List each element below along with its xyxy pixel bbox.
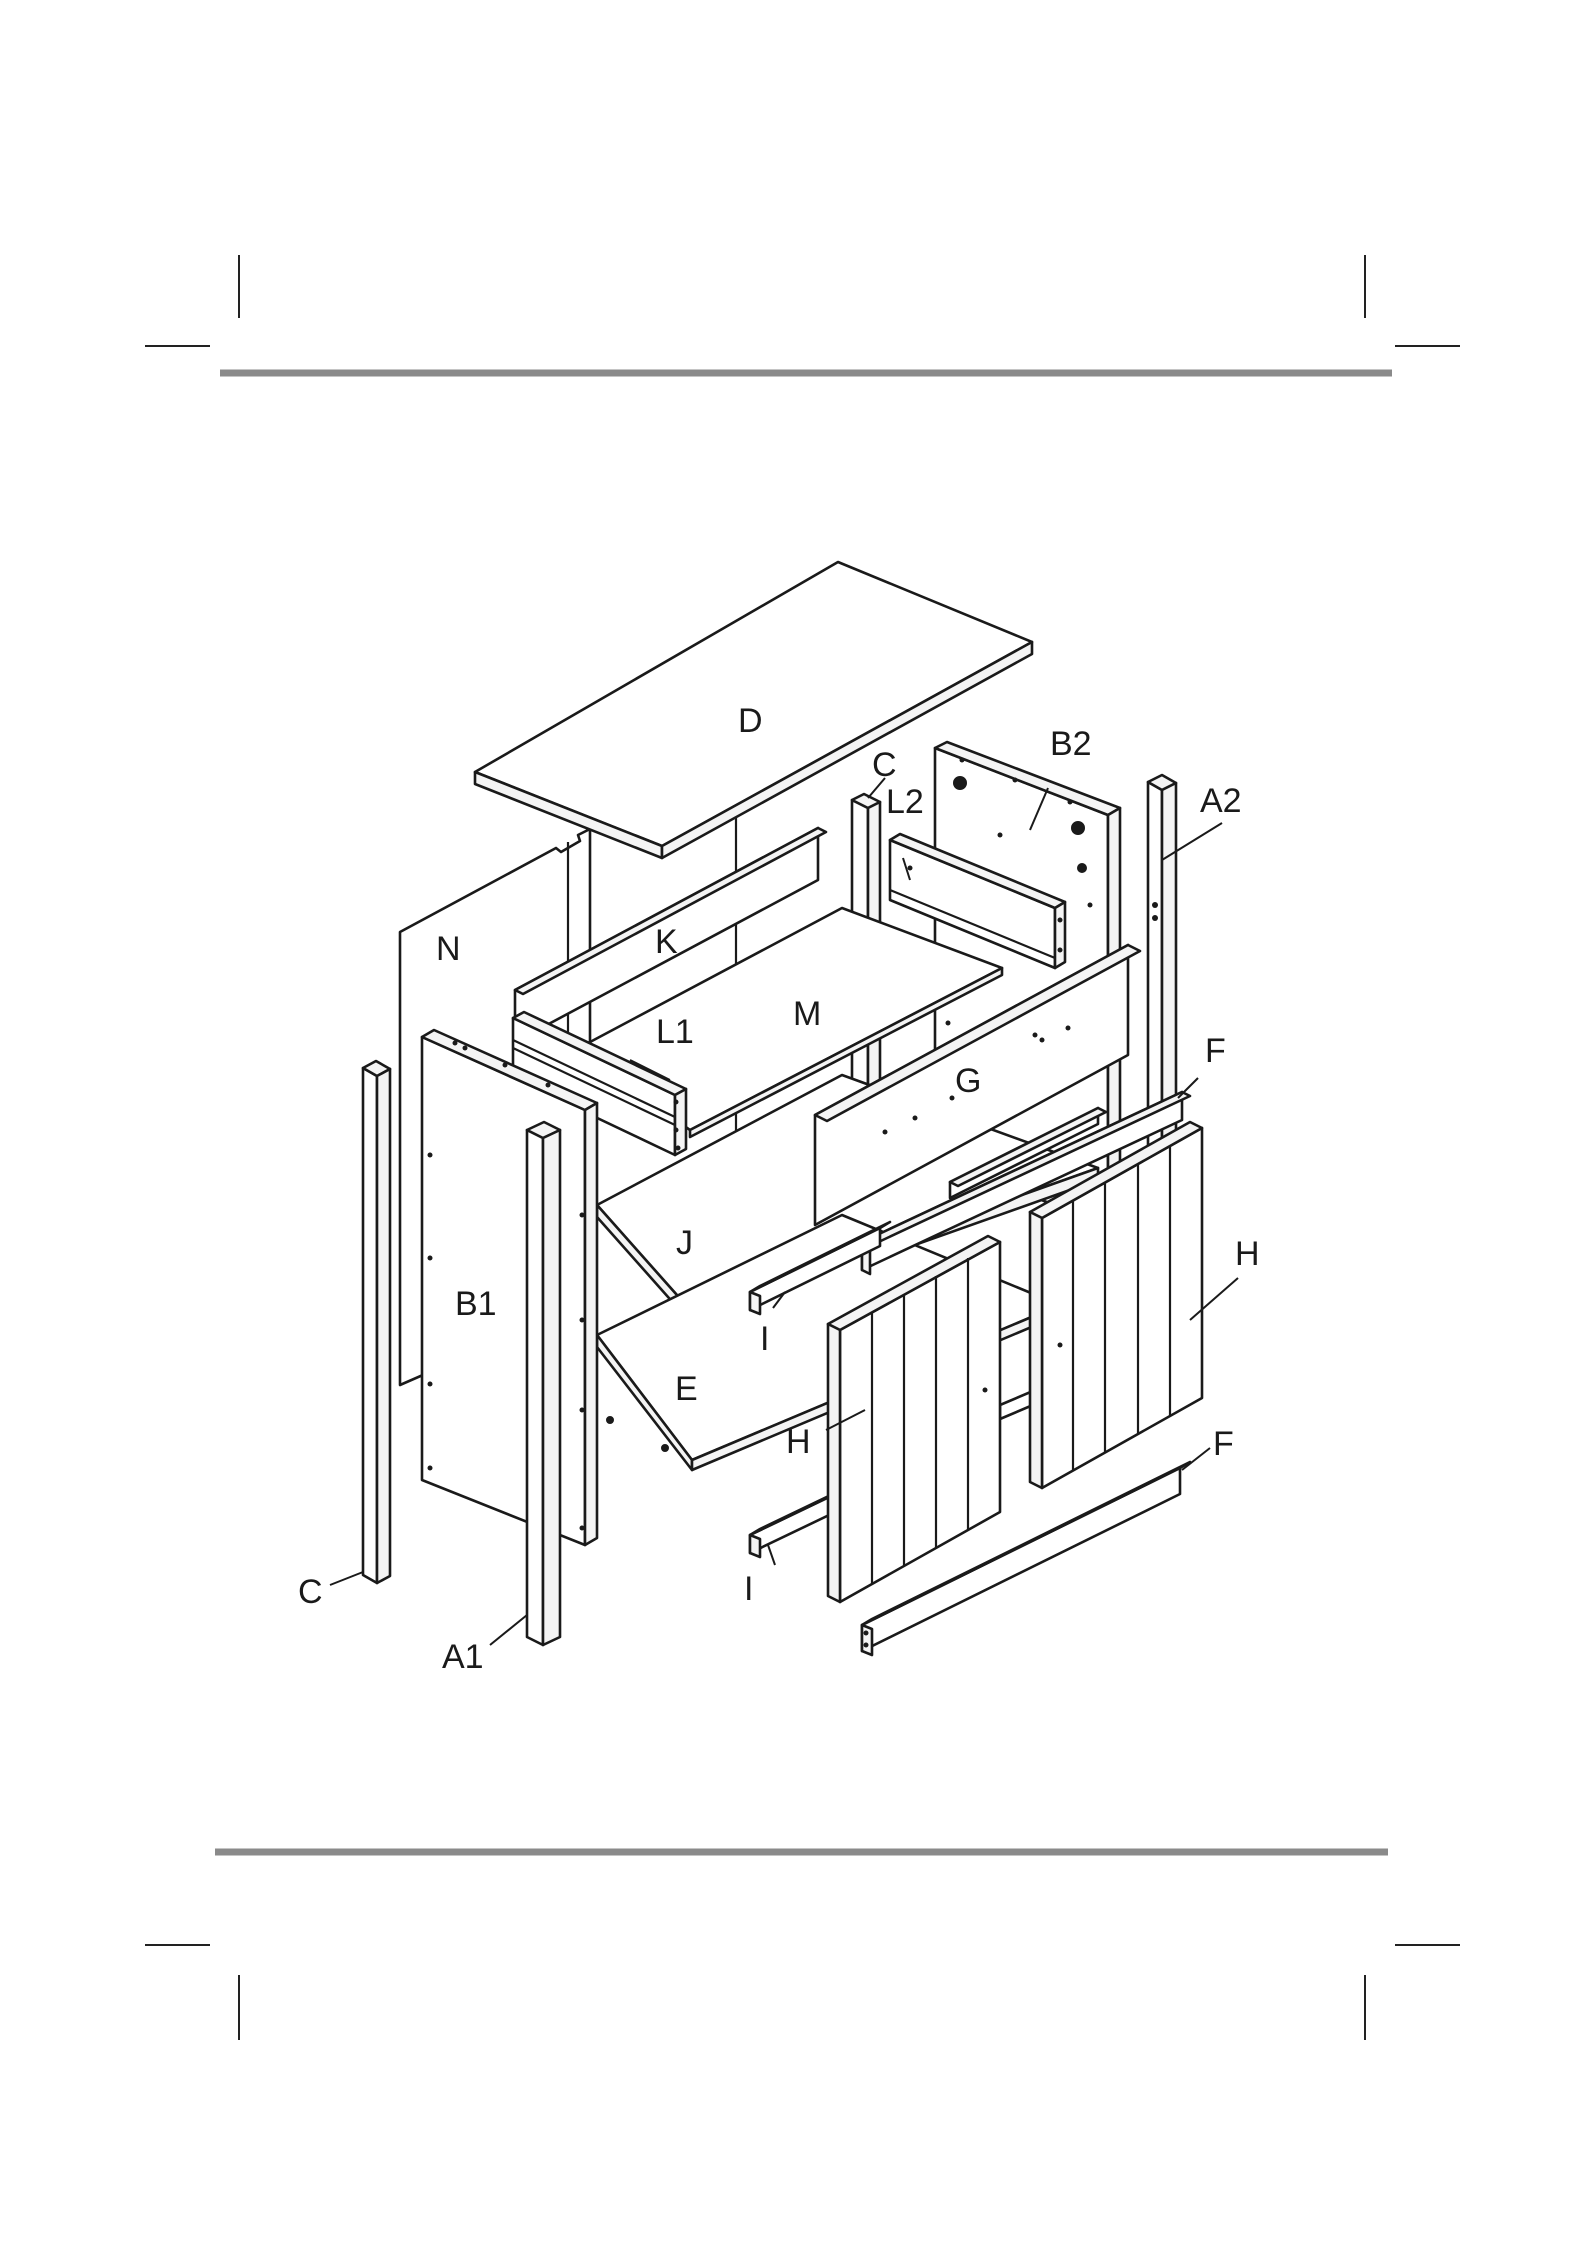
label-i-lower: I bbox=[744, 1570, 753, 1608]
label-h-left: H bbox=[786, 1423, 811, 1461]
label-k: K bbox=[655, 923, 678, 961]
label-h-right: H bbox=[1235, 1235, 1260, 1273]
label-b2: B2 bbox=[1050, 725, 1092, 763]
part-b1-side-panel bbox=[422, 1030, 597, 1545]
label-e: E bbox=[675, 1370, 698, 1408]
label-m: M bbox=[793, 995, 821, 1033]
label-j: J bbox=[676, 1224, 693, 1262]
label-n: N bbox=[436, 930, 461, 968]
label-d: D bbox=[738, 702, 763, 740]
label-a1: A1 bbox=[442, 1638, 484, 1676]
label-i-upper: I bbox=[760, 1320, 769, 1358]
label-f-bottom: F bbox=[1213, 1425, 1234, 1463]
part-a1-front-leg bbox=[527, 1122, 560, 1645]
label-c-top: C bbox=[872, 746, 897, 784]
label-g: G bbox=[955, 1062, 981, 1100]
label-f-top: F bbox=[1205, 1032, 1226, 1070]
label-b1: B1 bbox=[455, 1285, 497, 1323]
part-c-front-leg bbox=[363, 1061, 390, 1583]
label-c-bottom: C bbox=[298, 1573, 323, 1611]
label-l1: L1 bbox=[656, 1013, 694, 1051]
label-l2: L2 bbox=[886, 783, 924, 821]
label-a2: A2 bbox=[1200, 782, 1242, 820]
